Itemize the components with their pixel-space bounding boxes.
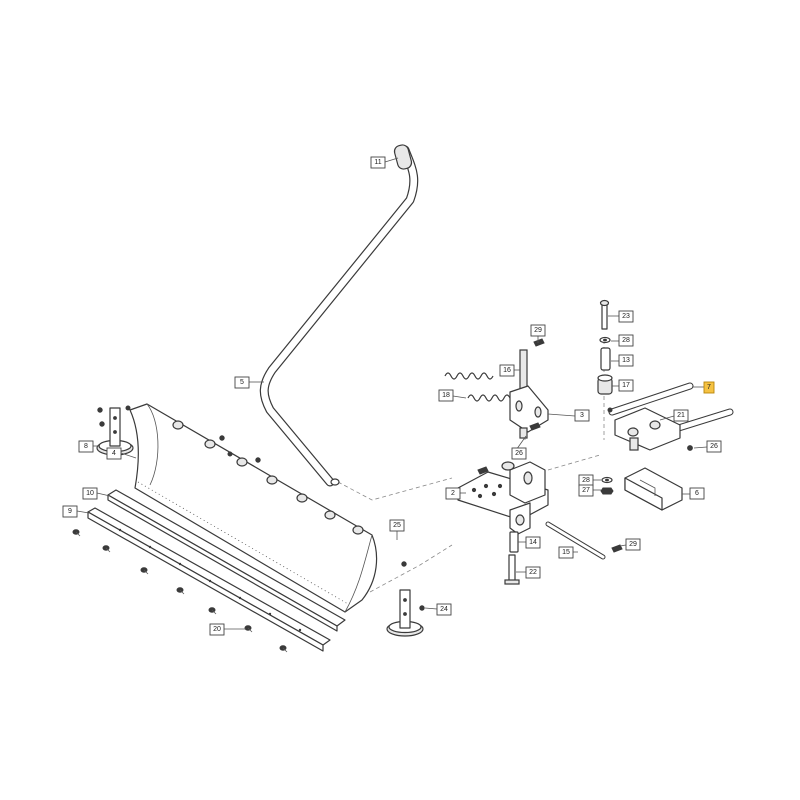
rubber-edge [87, 507, 331, 652]
svg-text:8: 8 [84, 443, 88, 450]
svg-text:3: 3 [580, 412, 584, 419]
svg-text:26: 26 [710, 443, 718, 450]
svg-text:5: 5 [240, 379, 244, 386]
callout-28-top: 28 [618, 334, 634, 347]
svg-text:11: 11 [374, 159, 381, 166]
svg-text:25: 25 [393, 522, 401, 529]
callout-4: 4 [106, 447, 122, 460]
callout-20: 20 [209, 623, 225, 636]
callout-21: 21 [673, 409, 689, 422]
callout-14: 14 [525, 536, 541, 549]
svg-text:28: 28 [622, 337, 630, 344]
callout-9: 9 [62, 505, 78, 518]
callout-7-highlighted: 7 [703, 381, 715, 394]
svg-text:15: 15 [562, 549, 570, 556]
rod-15 [545, 521, 623, 560]
skid-shoe-right [386, 561, 425, 637]
callout-23: 23 [618, 310, 634, 323]
pivot-bracket [509, 338, 549, 439]
blade-bolt-heads [172, 420, 364, 535]
callout-17: 17 [618, 379, 634, 392]
mounting-plate [457, 461, 549, 535]
svg-text:22: 22 [529, 569, 537, 576]
svg-text:29: 29 [629, 541, 637, 548]
callout-2: 2 [445, 487, 461, 500]
callout-22: 22 [525, 566, 541, 579]
svg-text:13: 13 [622, 357, 630, 364]
callout-8-left: 8 [78, 440, 94, 453]
nut-27 [600, 487, 614, 495]
svg-text:17: 17 [622, 382, 630, 389]
washer-28-bottom [601, 476, 613, 484]
callout-labels: 11 5 4 8 8 10 9 20 25 24 29 16 18 3 26 2… [62, 156, 722, 636]
svg-text:21: 21 [677, 412, 685, 419]
bushing-17 [597, 374, 613, 395]
leader-lines [76, 157, 708, 630]
callout-11: 11 [370, 156, 386, 169]
washer-28-top [599, 336, 611, 344]
bracket-6 [624, 467, 683, 511]
pin-14 [509, 531, 519, 553]
svg-text:4: 4 [112, 450, 116, 457]
hitch-frame [607, 382, 734, 451]
springs [444, 372, 517, 402]
svg-text:16: 16 [503, 367, 511, 374]
callout-26-middle: 26 [511, 447, 527, 460]
carriage-bolts [72, 529, 288, 653]
callout-28-bottom: 28 [578, 474, 594, 487]
svg-text:2: 2 [451, 490, 455, 497]
svg-text:9: 9 [68, 508, 72, 515]
callout-24: 24 [436, 603, 452, 616]
callout-3: 3 [574, 409, 590, 422]
svg-text:24: 24 [440, 606, 448, 613]
svg-text:28: 28 [582, 477, 590, 484]
handle-grip [393, 144, 413, 170]
svg-text:6: 6 [695, 490, 699, 497]
svg-text:7: 7 [707, 384, 711, 391]
callout-15: 15 [558, 546, 574, 559]
svg-text:27: 27 [582, 487, 590, 494]
svg-text:14: 14 [529, 539, 537, 546]
callout-29-bottom: 29 [625, 538, 641, 551]
handle-bar [259, 144, 419, 487]
callout-5: 5 [234, 376, 250, 389]
svg-text:18: 18 [442, 392, 450, 399]
svg-text:23: 23 [622, 313, 630, 320]
svg-text:26: 26 [515, 450, 523, 457]
callout-26-right: 26 [706, 440, 722, 453]
callout-13: 13 [618, 354, 634, 367]
callout-18: 18 [438, 389, 454, 402]
callout-27: 27 [578, 484, 594, 497]
svg-text:10: 10 [86, 490, 94, 497]
bolt-23 [599, 299, 610, 330]
bolt-22 [504, 554, 520, 585]
spacer-13 [600, 347, 611, 371]
callout-25: 25 [389, 519, 405, 532]
callout-6: 6 [689, 487, 705, 500]
callout-16: 16 [499, 364, 515, 377]
svg-text:29: 29 [534, 327, 542, 334]
wear-strip [107, 489, 346, 632]
svg-text:20: 20 [213, 626, 221, 633]
callout-10: 10 [82, 487, 98, 500]
plow-blade [129, 403, 378, 613]
callout-29-top: 29 [530, 324, 546, 337]
